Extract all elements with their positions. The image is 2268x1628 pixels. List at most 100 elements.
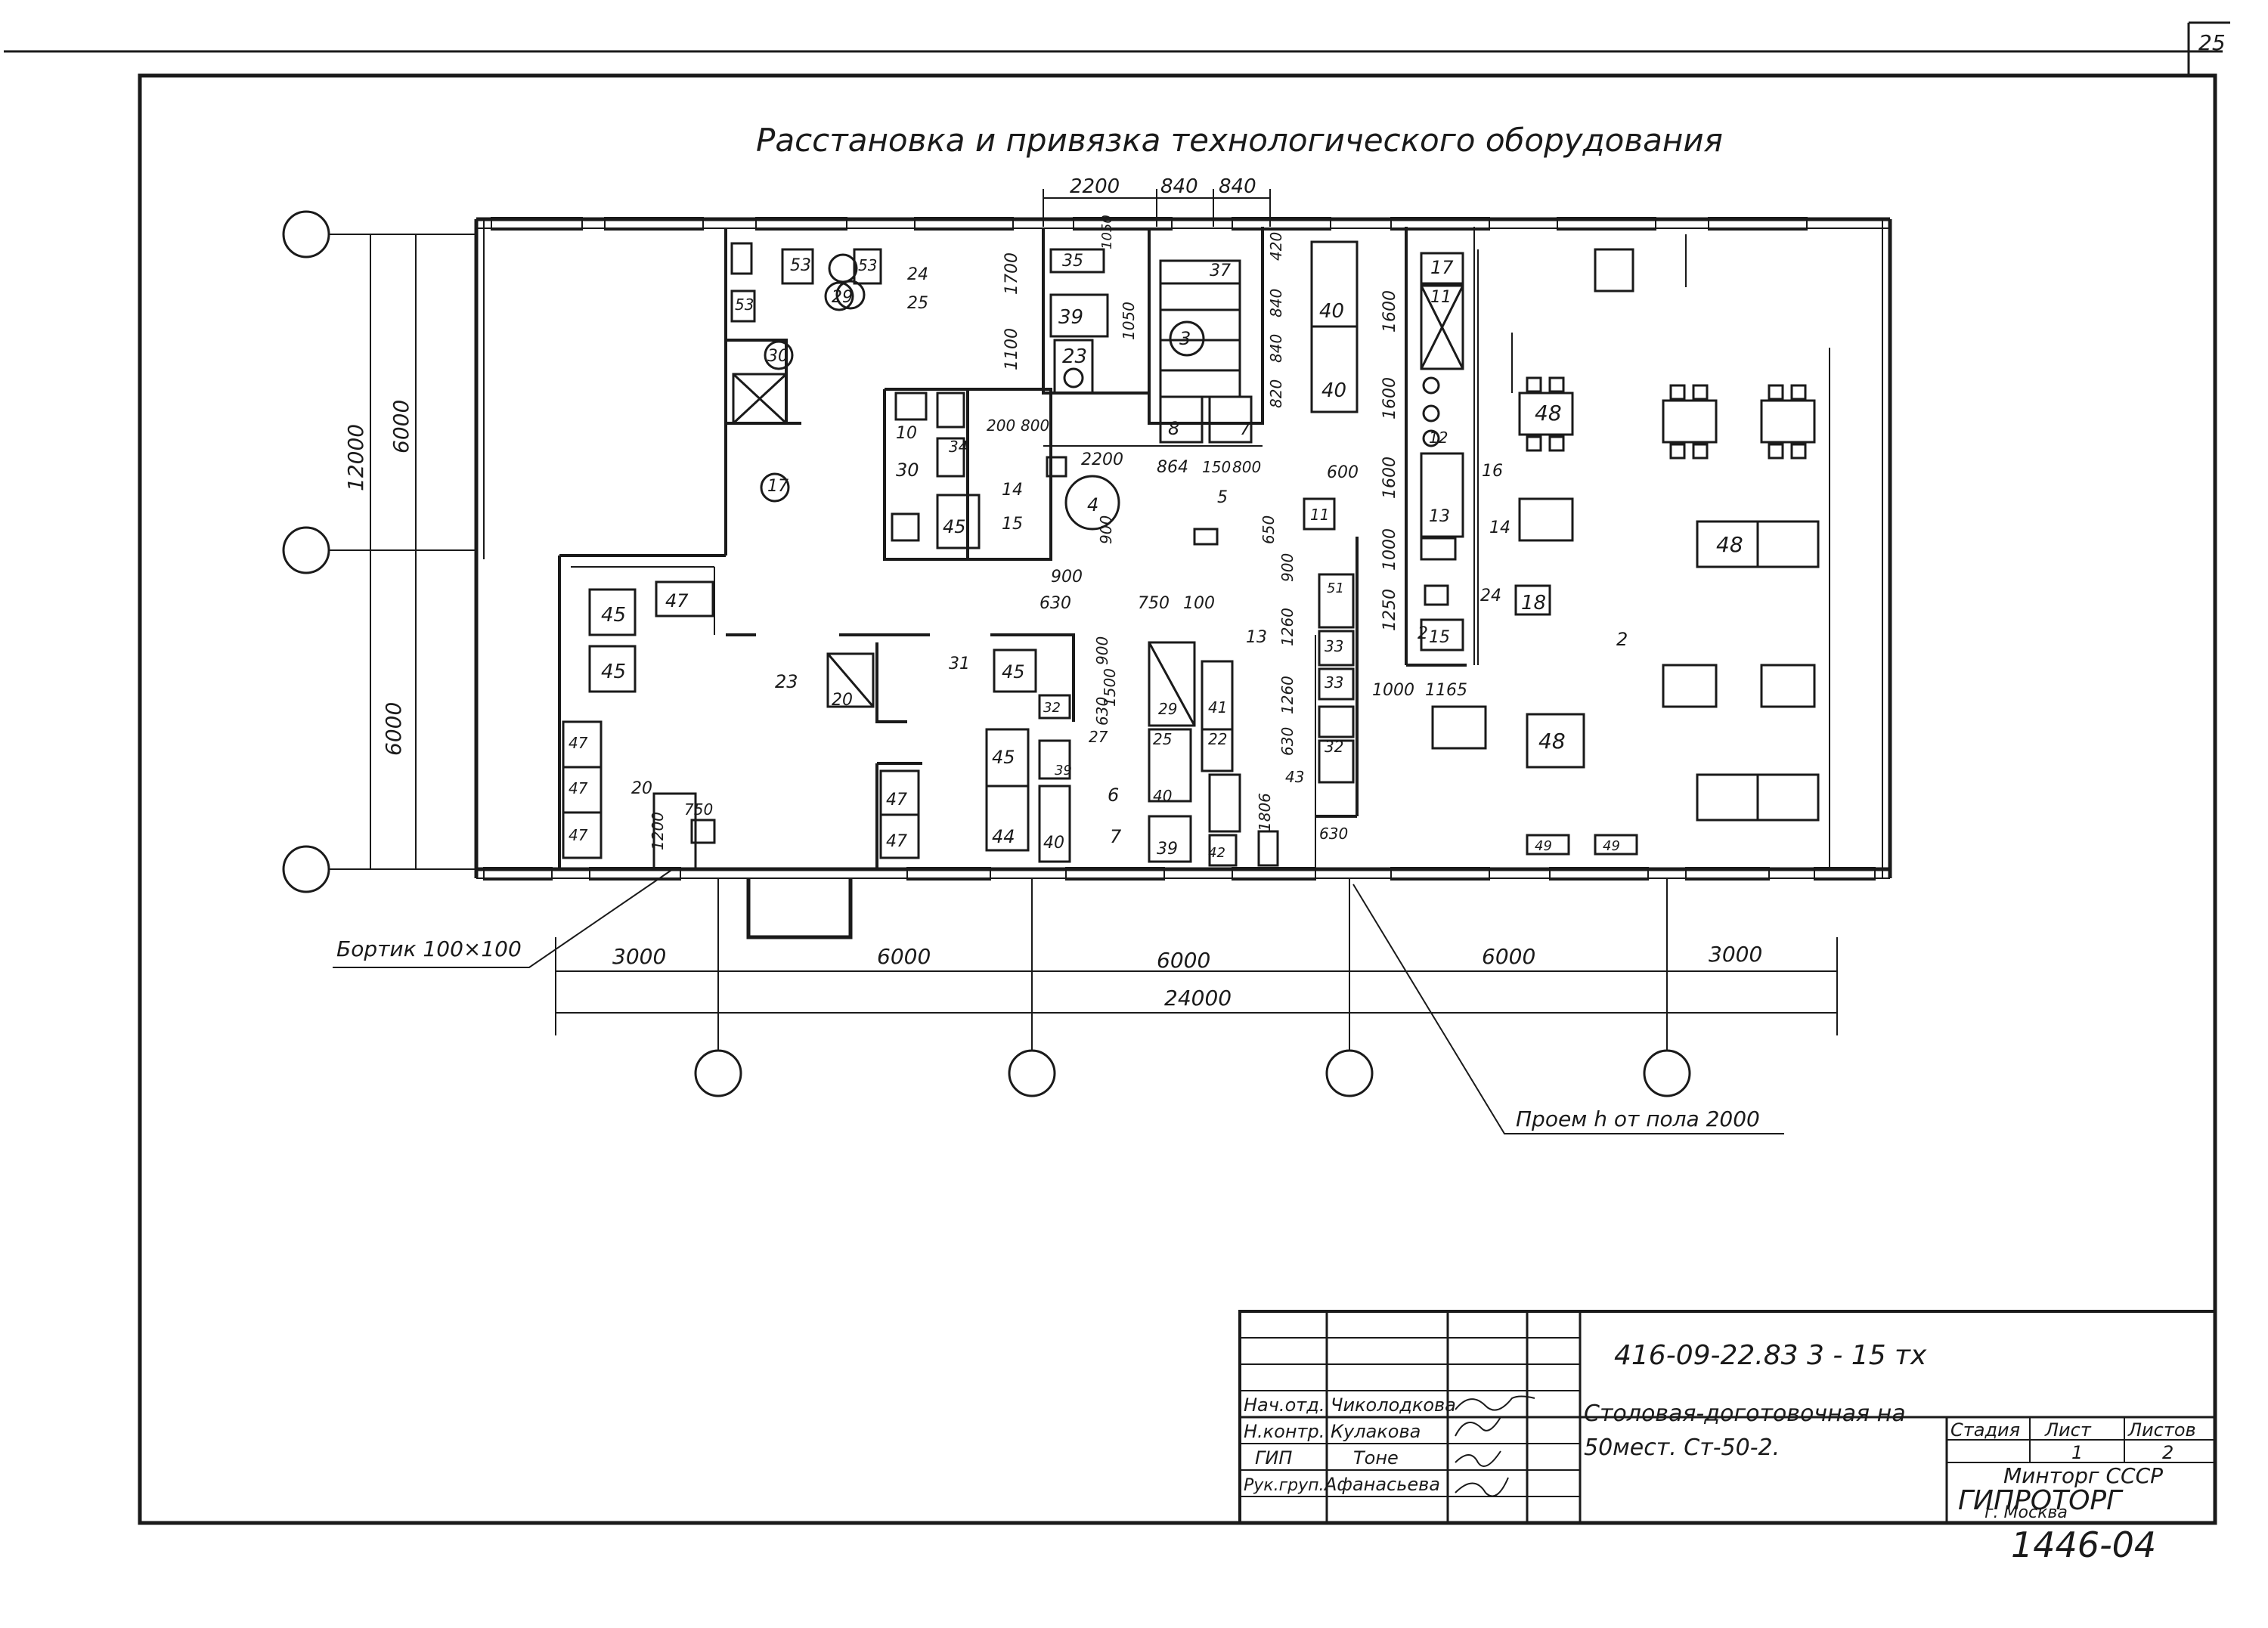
plan-label: 43 xyxy=(1285,768,1304,786)
plan-label: 47 xyxy=(886,791,907,809)
equipment-labels: 53 53 53 29 24 25 30 35 39 23 37 3 8 7 4… xyxy=(569,252,1743,861)
plan-label: 630 xyxy=(1093,697,1111,726)
plan-label: 16 xyxy=(1482,462,1503,481)
plan-label: 7 xyxy=(1240,420,1250,439)
note-bortik: Бортик 100×100 xyxy=(336,936,522,961)
plan-label: 840 xyxy=(1267,334,1285,363)
note-proem: Проем h от пола 2000 xyxy=(1516,1106,1760,1131)
plan-label: 29 xyxy=(832,288,853,307)
dim-top-840a: 840 xyxy=(1160,175,1198,198)
dim-top-840b: 840 xyxy=(1219,175,1256,198)
plan-label: 20 xyxy=(832,691,853,710)
dim-left-6000-top: 6000 xyxy=(389,400,414,453)
plan-label: 30 xyxy=(896,460,919,481)
plan-label: 15 xyxy=(1429,628,1450,647)
plan-label: 44 xyxy=(992,826,1015,847)
plan-label: 25 xyxy=(1153,730,1172,748)
plan-label: 1500 xyxy=(1101,668,1119,707)
signatures xyxy=(1455,1395,1535,1497)
plan-label: 4 xyxy=(1087,494,1098,515)
plan-label: 25 xyxy=(907,294,928,313)
dim-bottom-1: 6000 xyxy=(877,944,931,969)
plan-label: 53 xyxy=(790,256,811,275)
plan-label: 17 xyxy=(767,477,789,496)
sheet-frame xyxy=(4,21,2230,1525)
drawing-title: Расстановка и привязка технологического … xyxy=(756,122,1723,159)
title-block xyxy=(1238,1310,2217,1524)
plan-label: 1000 xyxy=(1372,681,1414,700)
dim-bottom-4: 3000 xyxy=(1709,942,1762,967)
plan-label: 37 xyxy=(1210,262,1231,280)
plan-label: 800 xyxy=(1232,458,1261,476)
plan-label: 900 xyxy=(1278,553,1297,582)
plan-label: 30 xyxy=(767,347,789,366)
grid-axes-bottom xyxy=(555,878,1838,1097)
plan-label: 24 xyxy=(1480,587,1501,605)
plan-label: 630 xyxy=(1040,594,1071,613)
plan-label: 1600 xyxy=(1380,290,1399,333)
plan-label: 2200 xyxy=(1081,450,1123,469)
plan-label: 40 xyxy=(1319,300,1344,323)
plan-label: 49 xyxy=(1535,838,1552,854)
dim-bottom-3: 6000 xyxy=(1482,944,1535,969)
windows-top xyxy=(491,217,1808,231)
plan-label: 900 xyxy=(1093,636,1111,665)
plan-label: 48 xyxy=(1535,401,1562,426)
plan-label: 40 xyxy=(1153,787,1172,805)
plan-label: 45 xyxy=(992,747,1015,768)
plan-label: 750 xyxy=(684,800,713,819)
tb-sheets-header: Листов xyxy=(2127,1419,2196,1441)
plan-label: 1200 xyxy=(649,812,667,850)
tb-name-2: Тоне xyxy=(1353,1447,1399,1469)
plan-label: 150 xyxy=(1202,458,1231,476)
dim-bottom-0: 3000 xyxy=(612,944,666,969)
plan-label: 12 xyxy=(1429,429,1448,447)
dim-top-2200: 2200 xyxy=(1070,175,1120,198)
plan-label: 864 xyxy=(1157,458,1188,477)
dim-left-6000-bottom: 6000 xyxy=(381,702,406,756)
plan-label: 15 xyxy=(1002,515,1023,534)
plan-label: 10 xyxy=(896,424,917,443)
tb-name-3: Афанасьева xyxy=(1323,1474,1440,1495)
plan-label: 1600 xyxy=(1380,377,1399,419)
tb-sheets-value: 2 xyxy=(2162,1442,2174,1463)
plan-label: 39 xyxy=(1157,840,1178,859)
plan-label: 200 xyxy=(987,416,1015,435)
plan-label: 42 xyxy=(1208,845,1225,861)
plan-label: 39 xyxy=(1058,306,1083,329)
tb-name-1: Кулакова xyxy=(1331,1421,1421,1442)
plan-label: 3 xyxy=(1179,328,1191,349)
tb-role-3: Рук.груп. xyxy=(1244,1476,1325,1495)
plan-label: 630 xyxy=(1319,825,1348,843)
plan-label: 420 xyxy=(1267,232,1285,261)
plan-label: 2 xyxy=(1616,629,1628,650)
plan-label: 1260 xyxy=(1278,676,1297,714)
plan-label: 47 xyxy=(569,734,588,752)
tb-org-line1: Минторг СССР xyxy=(2003,1463,2163,1488)
plan-label: 1600 xyxy=(1380,457,1399,499)
plan-label: 13 xyxy=(1246,628,1267,647)
plan-label: 33 xyxy=(1325,637,1343,655)
plan-label: 900 xyxy=(1051,568,1083,587)
equipment xyxy=(562,240,1820,871)
plan-label: 18 xyxy=(1521,592,1546,614)
plan-label: 13 xyxy=(1429,507,1450,526)
plan-label: 20 xyxy=(631,779,652,798)
plan-label: 1050 xyxy=(1120,302,1138,340)
plan-label: 630 xyxy=(1278,727,1297,756)
tb-object-line1: Столовая-доготовочная на xyxy=(1584,1401,1906,1427)
plan-label: 820 xyxy=(1267,379,1285,408)
top-dimension-chain xyxy=(1043,189,1271,227)
building-walls xyxy=(474,217,1892,939)
leader-lines xyxy=(333,868,1784,1134)
tb-org-line3: г. Москва xyxy=(1984,1503,2068,1522)
plan-label: 47 xyxy=(569,826,588,844)
plan-label: 22 xyxy=(1208,730,1227,748)
plan-label: 40 xyxy=(1321,379,1346,402)
tb-role-2: ГИП xyxy=(1255,1447,1292,1469)
plan-label: 900 xyxy=(1097,515,1115,544)
plan-label: 600 xyxy=(1327,463,1359,482)
dim-left-12000: 12000 xyxy=(343,424,368,491)
plan-label: 23 xyxy=(1062,345,1087,368)
